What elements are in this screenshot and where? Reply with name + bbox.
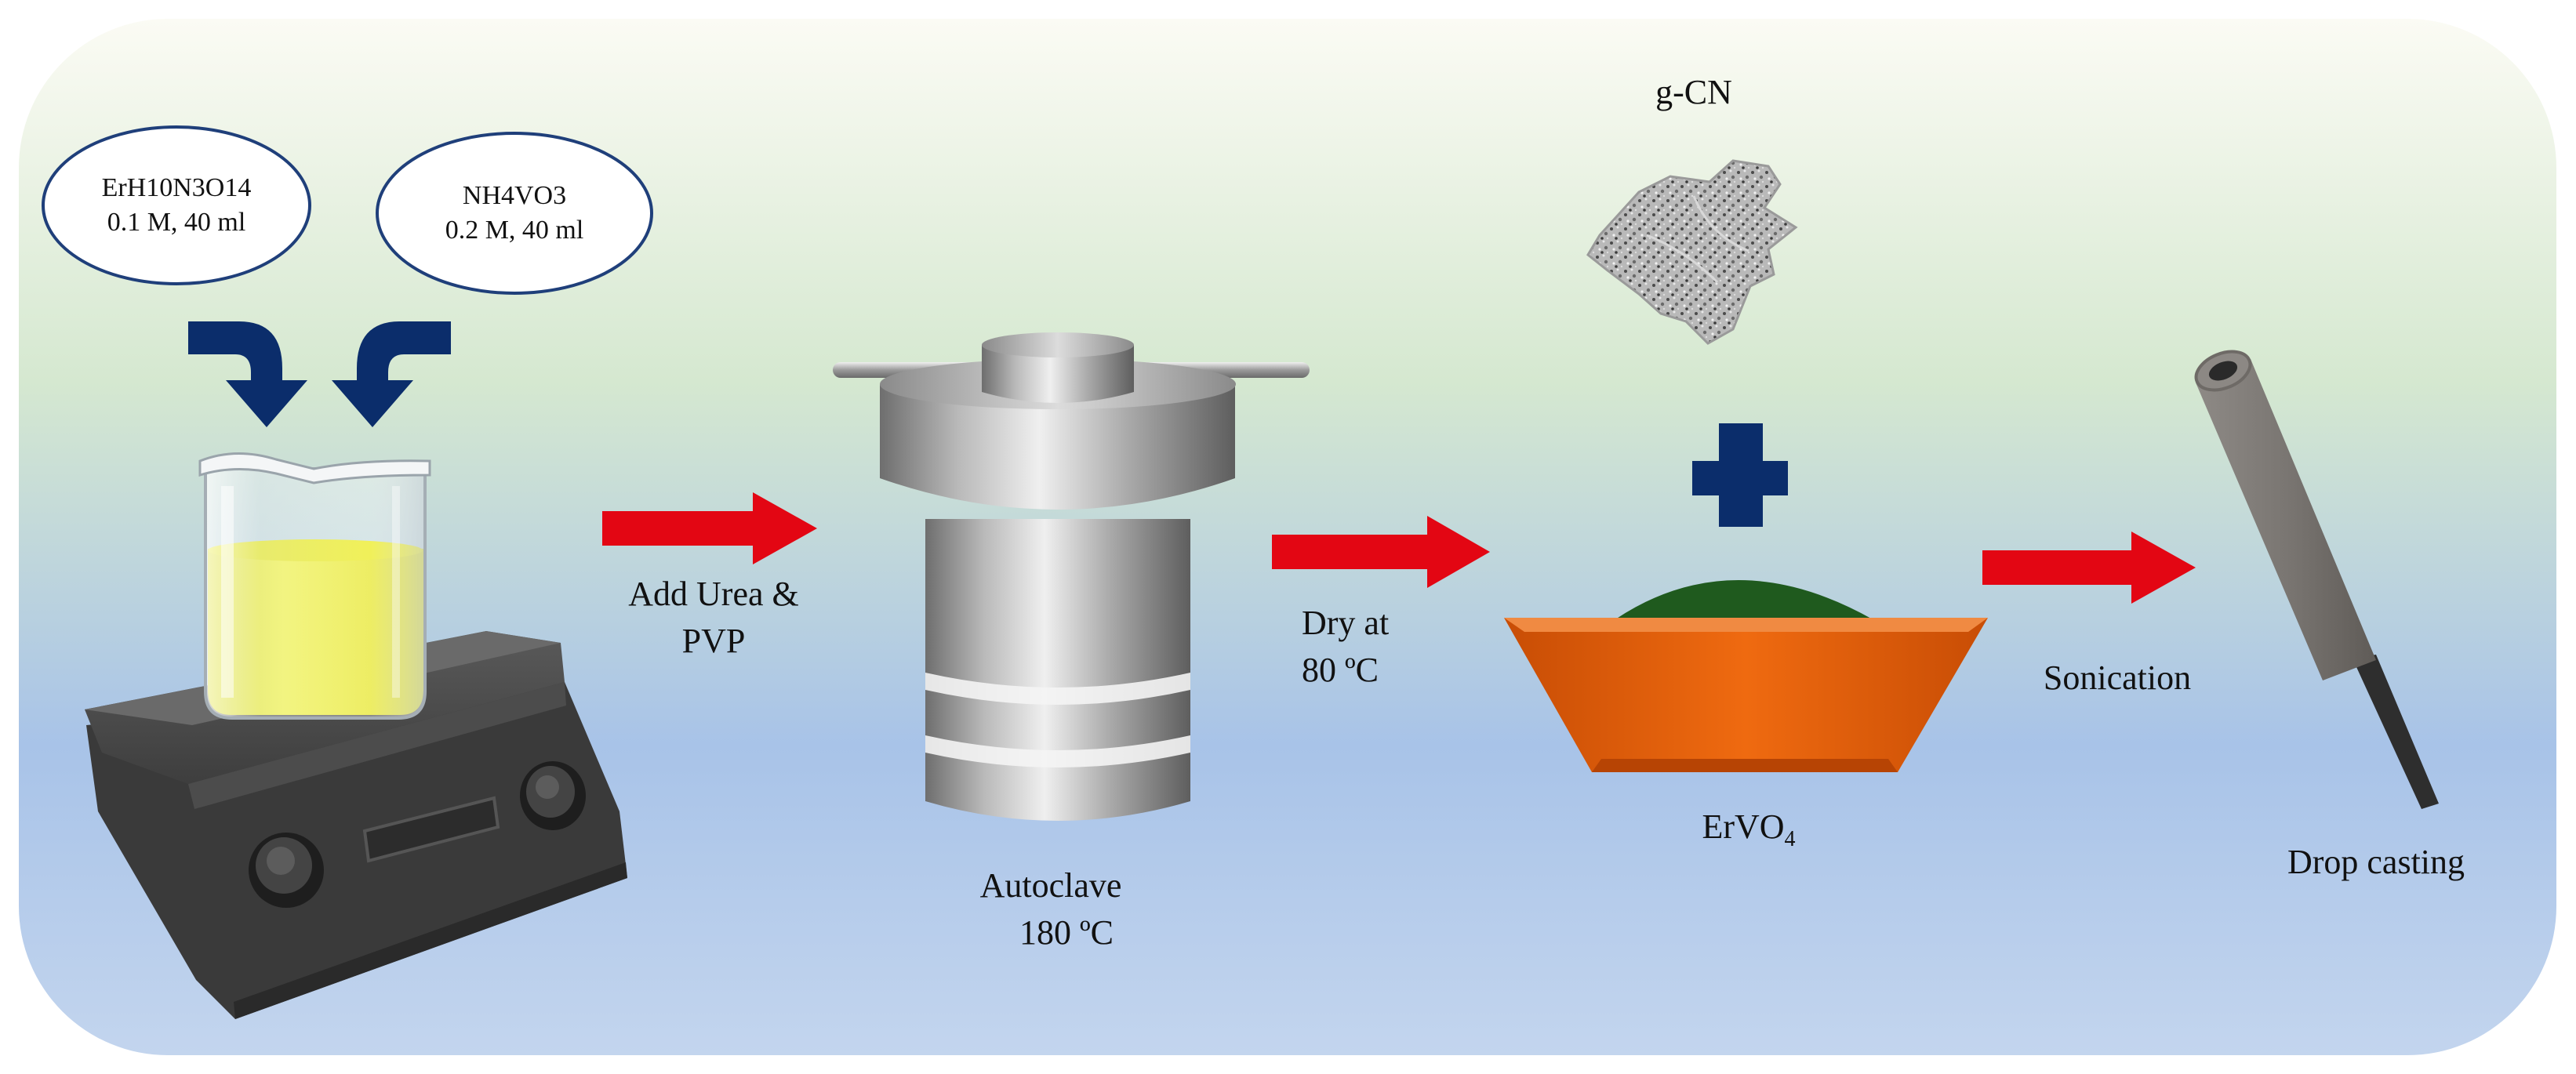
curved-arrow-right-icon (332, 321, 451, 427)
add-urea-pvp-label: Add Urea & PVP (596, 571, 831, 665)
reagent-oval-erbium (42, 125, 311, 285)
product-powder-icon (1615, 580, 1873, 619)
process-arrow-1-icon (602, 492, 817, 564)
g-cn-label: g-CN (1655, 73, 1732, 111)
autoclave-label: Autoclave 180 ºC (933, 862, 1168, 956)
reagent-vanadate-detail: 0.2 M, 40 ml (445, 216, 584, 245)
reagent-vanadate-label: NH4VO3 0.2 M, 40 ml (420, 179, 609, 248)
autoclave-line-2: 180 ºC (1019, 913, 1114, 952)
reagent-erbium-label: ErH10N3O14 0.1 M, 40 ml (82, 171, 271, 240)
process-arrow-3-icon (1982, 532, 2196, 604)
sonication-label: Sonication (2043, 659, 2192, 697)
reagent-erbium-detail: 0.1 M, 40 ml (107, 208, 246, 237)
autoclave-icon (833, 332, 1310, 821)
add-urea-line-2: PVP (681, 622, 746, 660)
process-arrow-2-icon (1272, 516, 1490, 588)
autoclave-line-1: Autoclave (979, 866, 1122, 905)
dry-label: Dry at 80 ºC (1302, 600, 1459, 694)
add-urea-line-1: Add Urea & (628, 575, 799, 613)
curved-arrow-left-icon (188, 321, 307, 427)
product-formula-subscript: 4 (1784, 827, 1796, 851)
reagent-vanadate-name: NH4VO3 (462, 181, 567, 210)
product-label: ErVO4 (1655, 804, 1843, 863)
reagent-oval-vanadate (376, 132, 653, 295)
drop-casting-label: Drop casting (2287, 843, 2465, 881)
hot-plate-stirrer-icon (85, 631, 627, 1019)
crucible-icon (1504, 580, 1988, 772)
electrode-icon (2194, 350, 2439, 809)
reagent-erbium-name: ErH10N3O14 (101, 173, 252, 202)
dry-line-2: 80 ºC (1302, 651, 1379, 689)
plus-icon (1692, 423, 1788, 527)
dry-line-1: Dry at (1302, 604, 1390, 642)
product-formula-base: ErVO (1702, 807, 1785, 846)
beaker-icon (198, 452, 431, 720)
g-cn-sheet-icon (1586, 159, 1798, 345)
